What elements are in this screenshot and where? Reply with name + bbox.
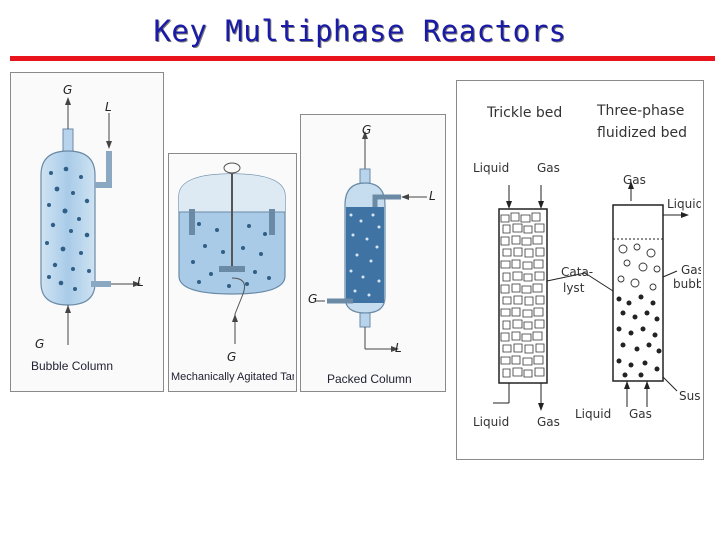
- packed-column-panel: G L G L Packed Column: [300, 114, 446, 392]
- trickle-liquid-in-label: Liquid: [473, 161, 510, 175]
- fluidized-gas-in-label: Gas: [629, 407, 652, 421]
- fluidized-label-line2: fluidized bed: [597, 125, 688, 141]
- gas-bubbles-label-line1: Gas: [681, 263, 701, 277]
- agitated-bubbles: [191, 222, 271, 288]
- catalyst-label-line1: Cata-: [561, 265, 594, 279]
- agitated-tank-diagram: [178, 162, 286, 344]
- fluidized-liquid-out-label: Liquid: [667, 197, 701, 211]
- gas-bubbles-label-line2: bubbles: [673, 277, 701, 291]
- agitated-tank-caption: Mechanically Agitated Tank: [171, 371, 294, 383]
- bubble-column-caption: Bubble Column: [31, 359, 114, 373]
- title-underline: [10, 56, 715, 61]
- trickle-bed-label: Trickle bed: [487, 105, 563, 121]
- slide-title: Key Multiphase Reactors: [153, 14, 567, 48]
- fluidized-label-line1: Three-phase: [597, 103, 685, 119]
- trickle-bed-packing: [500, 212, 545, 378]
- fluidized-catalyst-particles: [616, 294, 662, 378]
- fluidized-liquid-in-label: Liquid: [575, 407, 612, 421]
- bubble-column-panel: G L L G Bubble Column: [10, 72, 164, 392]
- fluidized-gas-out-label: Gas: [623, 173, 646, 187]
- bubble-gas-out-label: G: [63, 83, 73, 97]
- trickle-liquid-out-label: Liquid: [473, 415, 510, 429]
- bubble-gas-in-label: G: [35, 337, 45, 351]
- gas-bubbles: [45, 166, 91, 291]
- packed-gas-out-label: G: [362, 123, 372, 137]
- suspension-label: Suspension: [679, 389, 701, 403]
- packed-liquid-out-label: L: [395, 341, 402, 355]
- packing-pattern: [349, 213, 381, 297]
- packed-gas-in-label: G: [308, 292, 318, 306]
- packed-column-caption: Packed Column: [327, 372, 412, 386]
- agitated-tank-panel: G Mechanically Agitated Tank: [168, 153, 297, 392]
- three-phase-diagram: [493, 181, 689, 411]
- tank-gas-label: G: [227, 350, 237, 364]
- trickle-gas-in-label: Gas: [537, 161, 560, 175]
- fluidized-bed-column: [612, 204, 664, 382]
- bubble-liquid-in-label: L: [105, 100, 112, 114]
- bubble-liquid-out-label: L: [137, 275, 144, 289]
- packed-column-diagram: [315, 131, 427, 352]
- packed-liquid-in-label: L: [429, 189, 436, 203]
- trickle-gas-out-label: Gas: [537, 415, 560, 429]
- fluidized-gas-bubbles: [617, 243, 661, 291]
- catalyst-label-line2: lyst: [563, 281, 585, 295]
- bubble-column-diagram: [40, 97, 141, 345]
- three-phase-panel: Trickle bed Three-phase fluidized bed Li…: [456, 80, 704, 460]
